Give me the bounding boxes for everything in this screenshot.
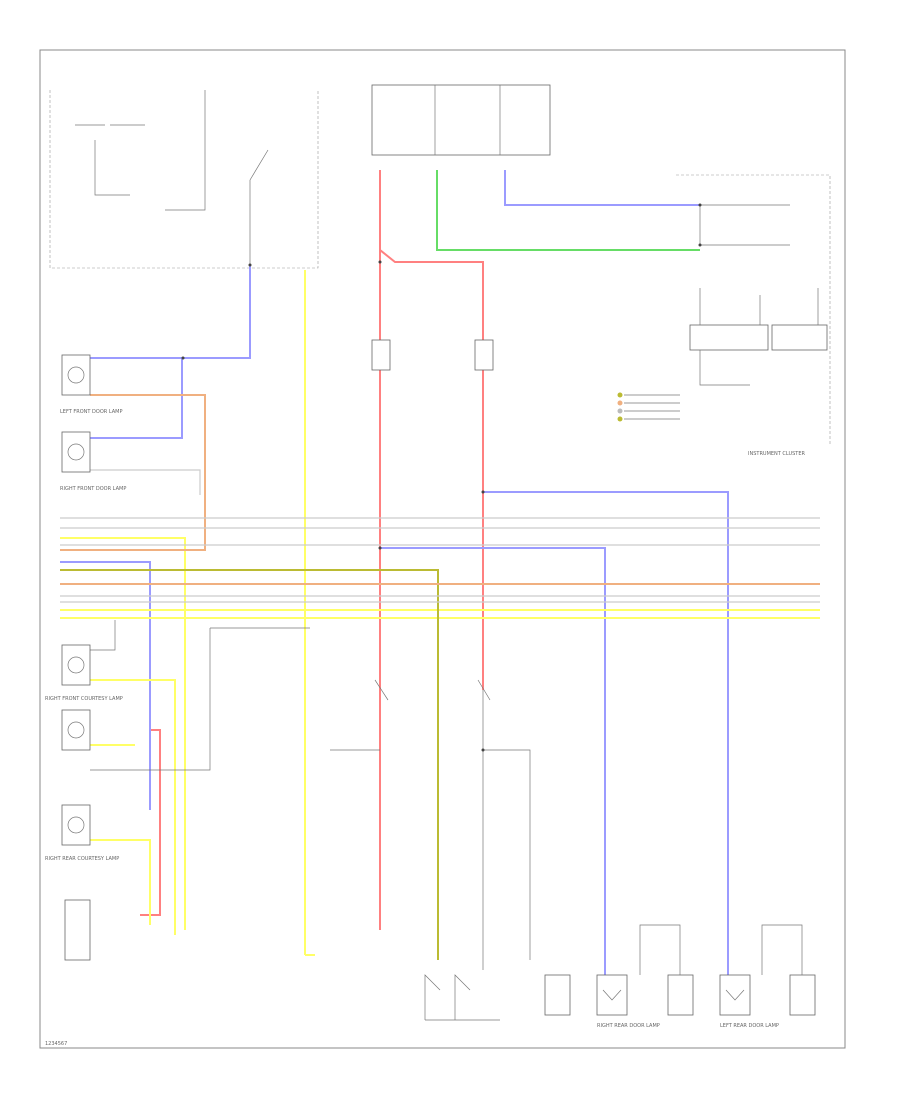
left-front-door-lamp-label: LEFT FRONT DOOR LAMP (60, 409, 122, 415)
cluster-module-a (689, 324, 769, 351)
dashed-module-left (49, 90, 319, 269)
yellow-wire (60, 270, 820, 956)
orange-wire (60, 394, 820, 585)
olive-wire (60, 569, 439, 960)
left-rear-door-lamp-label: LEFT REAR DOOR LAMP (720, 1023, 779, 1029)
top-fuse-box (371, 84, 551, 156)
cluster-module-b (771, 324, 828, 351)
left-side-lamps (61, 354, 91, 961)
bottom-lamps (424, 924, 816, 1021)
blue-wire-left (60, 265, 729, 975)
diagram-frame (39, 49, 846, 1049)
rear-courtesy-label: RIGHT REAR COURTESY LAMP (45, 856, 119, 862)
right-front-door-lamp-label: RIGHT FRONT DOOR LAMP (60, 486, 126, 492)
connector-dots (181, 203, 702, 752)
cluster-label: INSTRUMENT CLUSTER (748, 451, 806, 457)
footer-code: 1234567 (45, 1041, 67, 1047)
red-wire-main (140, 170, 484, 930)
right-front-courtesy-label: RIGHT FRONT COURTESY LAMP (45, 696, 123, 702)
gray-bus-wires (60, 469, 820, 603)
blue-wire-cluster (504, 170, 700, 206)
dashed-module-cluster (676, 174, 831, 445)
green-wire (436, 170, 700, 251)
center-switches (371, 339, 494, 701)
right-rear-door-lamp-label: RIGHT REAR DOOR LAMP (597, 1023, 660, 1029)
